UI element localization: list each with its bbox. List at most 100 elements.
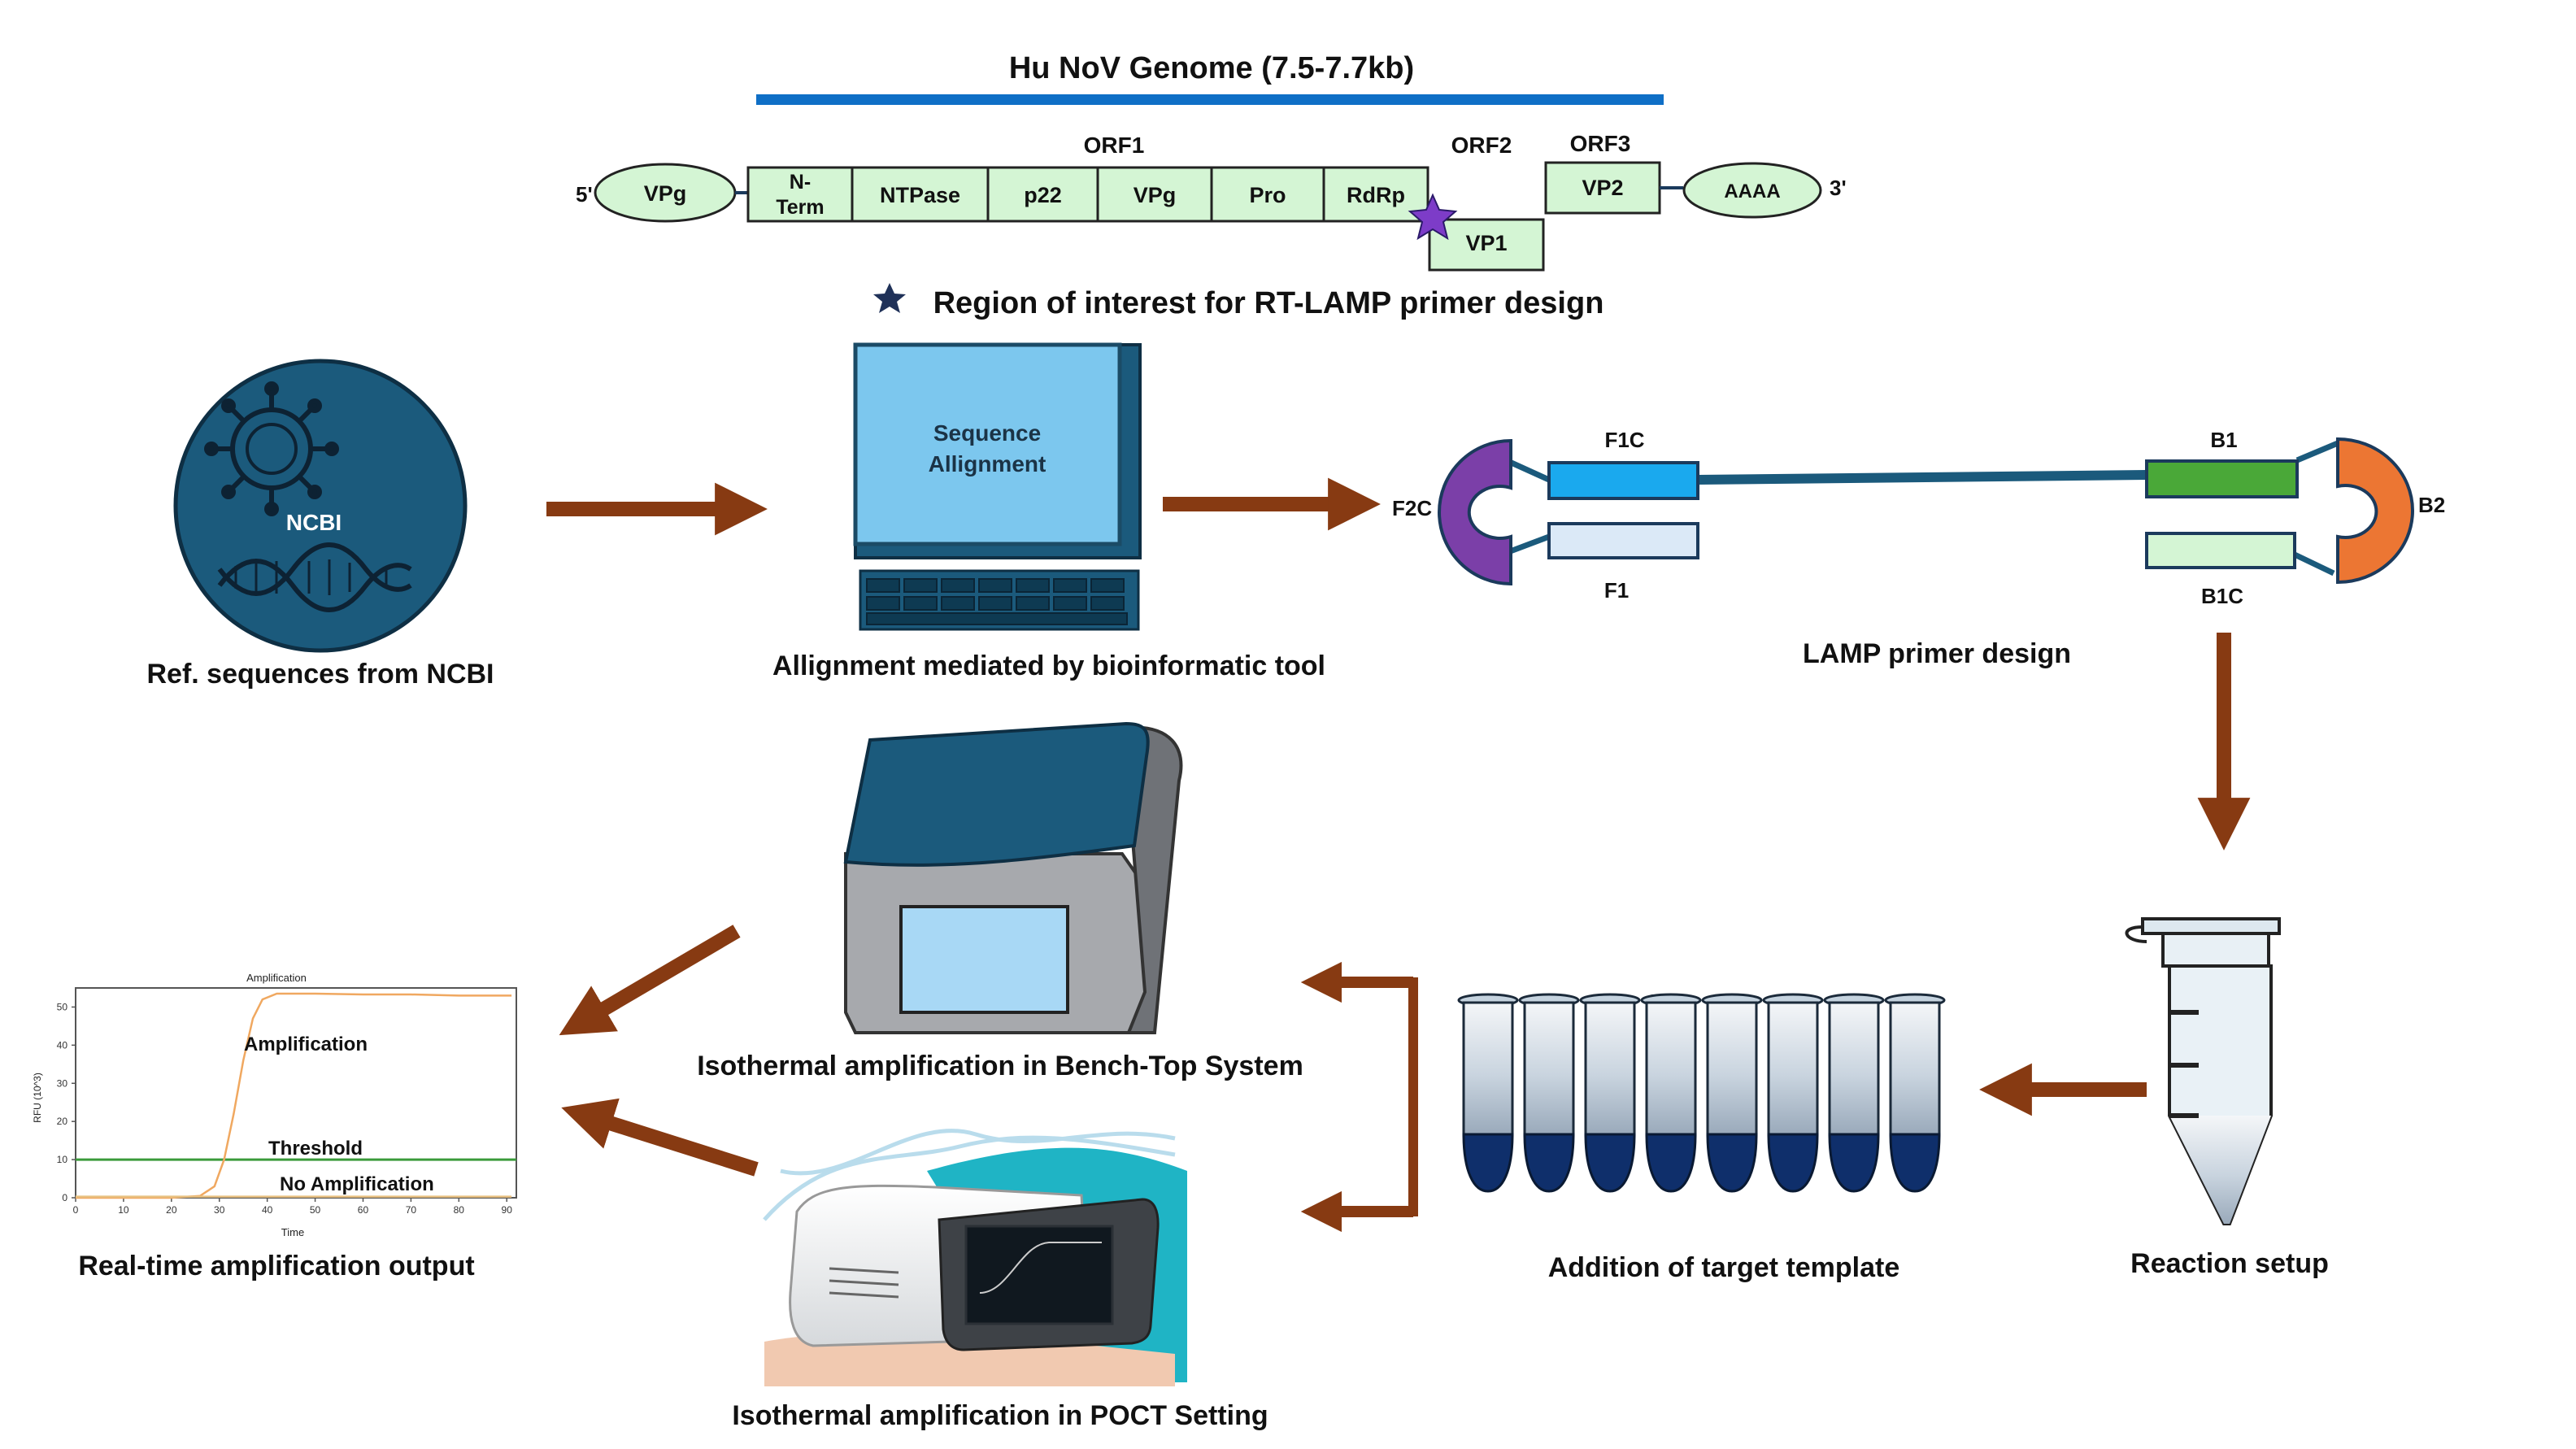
template-caption: Addition of target template [1548,1252,1900,1283]
orf2-label: ORF2 [1451,133,1512,158]
orf2-vp1-label: VP1 [1465,231,1507,255]
orf1-segment-label: p22 [1024,183,1062,207]
arrow-template-split [1405,977,1418,1216]
y-tick-label: 50 [57,1001,68,1012]
reaction-caption: Reaction setup [2130,1248,2329,1279]
x-tick-label: 70 [406,1204,417,1216]
strip-tube [1762,993,1824,1193]
benchtop-caption: Isothermal amplification in Bench-Top Sy… [697,1051,1303,1081]
orf1-segment-label: N- [790,171,811,194]
three-prime-label: 3' [1830,176,1847,200]
chart-plot-area [75,987,517,1199]
poct-screen [964,1225,1114,1325]
benchtop-device-icon [843,721,1183,1034]
orf1-label: ORF1 [1084,133,1145,158]
poct-device-icon [763,1129,1187,1386]
b1c-label: B1C [2201,584,2243,608]
chart-lines [76,992,516,1199]
orf1-segment-label: VPg [1134,183,1177,207]
chart-ticks: 0 10 20 30 40 50 60 70 80 90 0 10 20 30 40 50 [57,1001,513,1216]
b2-loop [2336,437,2414,585]
y-tick-label: 40 [57,1039,68,1051]
annotation-amplification: Amplification [244,1033,368,1055]
alignment-caption: Allignment mediated by bioinformatic too… [772,651,1325,681]
y-tick-label: 10 [57,1154,68,1165]
x-tick-label: 90 [502,1204,513,1216]
dna-helix-background [763,1129,1176,1221]
reaction-tube-icon [2125,917,2281,1225]
orf1-segment-box [746,166,854,223]
x-tick-label: 60 [358,1204,369,1216]
orf3-vp2-label: VP2 [1582,176,1623,200]
laptop-screen-line2: Allignment [929,451,1046,476]
vpg-cap-label: VPg [644,181,687,206]
output-caption: Real-time amplification output [78,1251,474,1281]
genome-length-bar [756,94,1664,105]
laptop-alignment-icon: Sequence Allignment [853,342,1142,631]
orf3-label: ORF3 [1570,131,1631,156]
legend-star-icon [873,283,906,313]
poct-caption: Isothermal amplification in POCT Setting [732,1400,1268,1431]
lamp-primer-diagram: F2C F1C F1 B1 B1C B2 [1392,428,2445,608]
f1-primer [1547,522,1699,559]
orf1-segment-label: RdRp [1347,183,1405,207]
orf1-segment-box [1096,166,1213,223]
x-tick-label: 20 [166,1204,177,1216]
annotation-no-amplification: No Amplification [280,1173,434,1195]
orf1-segment-box [851,166,990,223]
roi-star-icon [1408,193,1458,241]
y-tick-label: 30 [57,1077,68,1089]
f2c-label: F2C [1392,496,1432,520]
ncbi-database-icon: NCBI [173,359,468,653]
benchtop-window [899,905,1069,1014]
orf1-segment-label: NTPase [880,183,960,207]
polya-tail [1682,162,1822,219]
chart-xlabel: Time [281,1226,304,1238]
chart-title: Amplification [246,972,307,984]
b2-label: B2 [2418,493,2445,517]
f1c-label: F1C [1604,428,1644,452]
dna-icon [217,542,412,612]
primer-template-strand [1697,470,2147,485]
genome-title: Hu NoV Genome (7.5-7.7kb) [1009,51,1414,85]
x-tick-label: 80 [454,1204,465,1216]
laptop-screen-line1: Sequence [933,420,1041,446]
orf1-segment-label-line2: Term [776,196,824,219]
chart-ylabel: RFU (10^3) [32,1073,43,1123]
genome-map: Hu NoV Genome (7.5-7.7kb) 5' VPg ORF1 OR… [576,51,1847,320]
b1c-primer [2145,532,2296,569]
x-tick-label: 30 [214,1204,225,1216]
x-tick-label: 0 [73,1204,79,1216]
strip-tube [1518,993,1580,1193]
five-prime-label: 5' [576,182,593,207]
y-tick-label: 20 [57,1116,68,1127]
polya-label: AAAA [1724,181,1780,202]
y-tick-label: 0 [62,1192,67,1203]
laptop-screen [853,342,1122,546]
roi-legend-text: Region of interest for RT-LAMP primer de… [933,286,1604,320]
strip-tube [1640,993,1702,1193]
orf1-segment-box [986,166,1099,223]
strip-tube [1701,993,1763,1193]
virus-icon [204,381,339,516]
arrow-poct-to-output [561,1098,759,1177]
f1c-primer [1547,461,1699,500]
strip-tube [1457,993,1519,1193]
flow-arrows [546,477,2251,1233]
strip-tube [1579,993,1641,1193]
x-tick-label: 40 [262,1204,273,1216]
strip-tube [1823,993,1885,1193]
ncbi-caption: Ref. sequences from NCBI [147,659,494,690]
primer-caption: LAMP primer design [1803,638,2071,669]
f2c-loop [1438,438,1512,586]
x-tick-label: 10 [118,1204,129,1216]
annotation-threshold: Threshold [268,1138,363,1160]
amplification-chart: Amplification Time RFU (10^3) 0 10 20 30 40 5… [32,972,517,1238]
eight-tube-strip [1457,993,1946,1193]
b1-primer [2145,459,2299,498]
b1-label: B1 [2210,428,2237,452]
arrow-benchtop-to-output [559,925,741,1036]
x-tick-label: 50 [310,1204,321,1216]
